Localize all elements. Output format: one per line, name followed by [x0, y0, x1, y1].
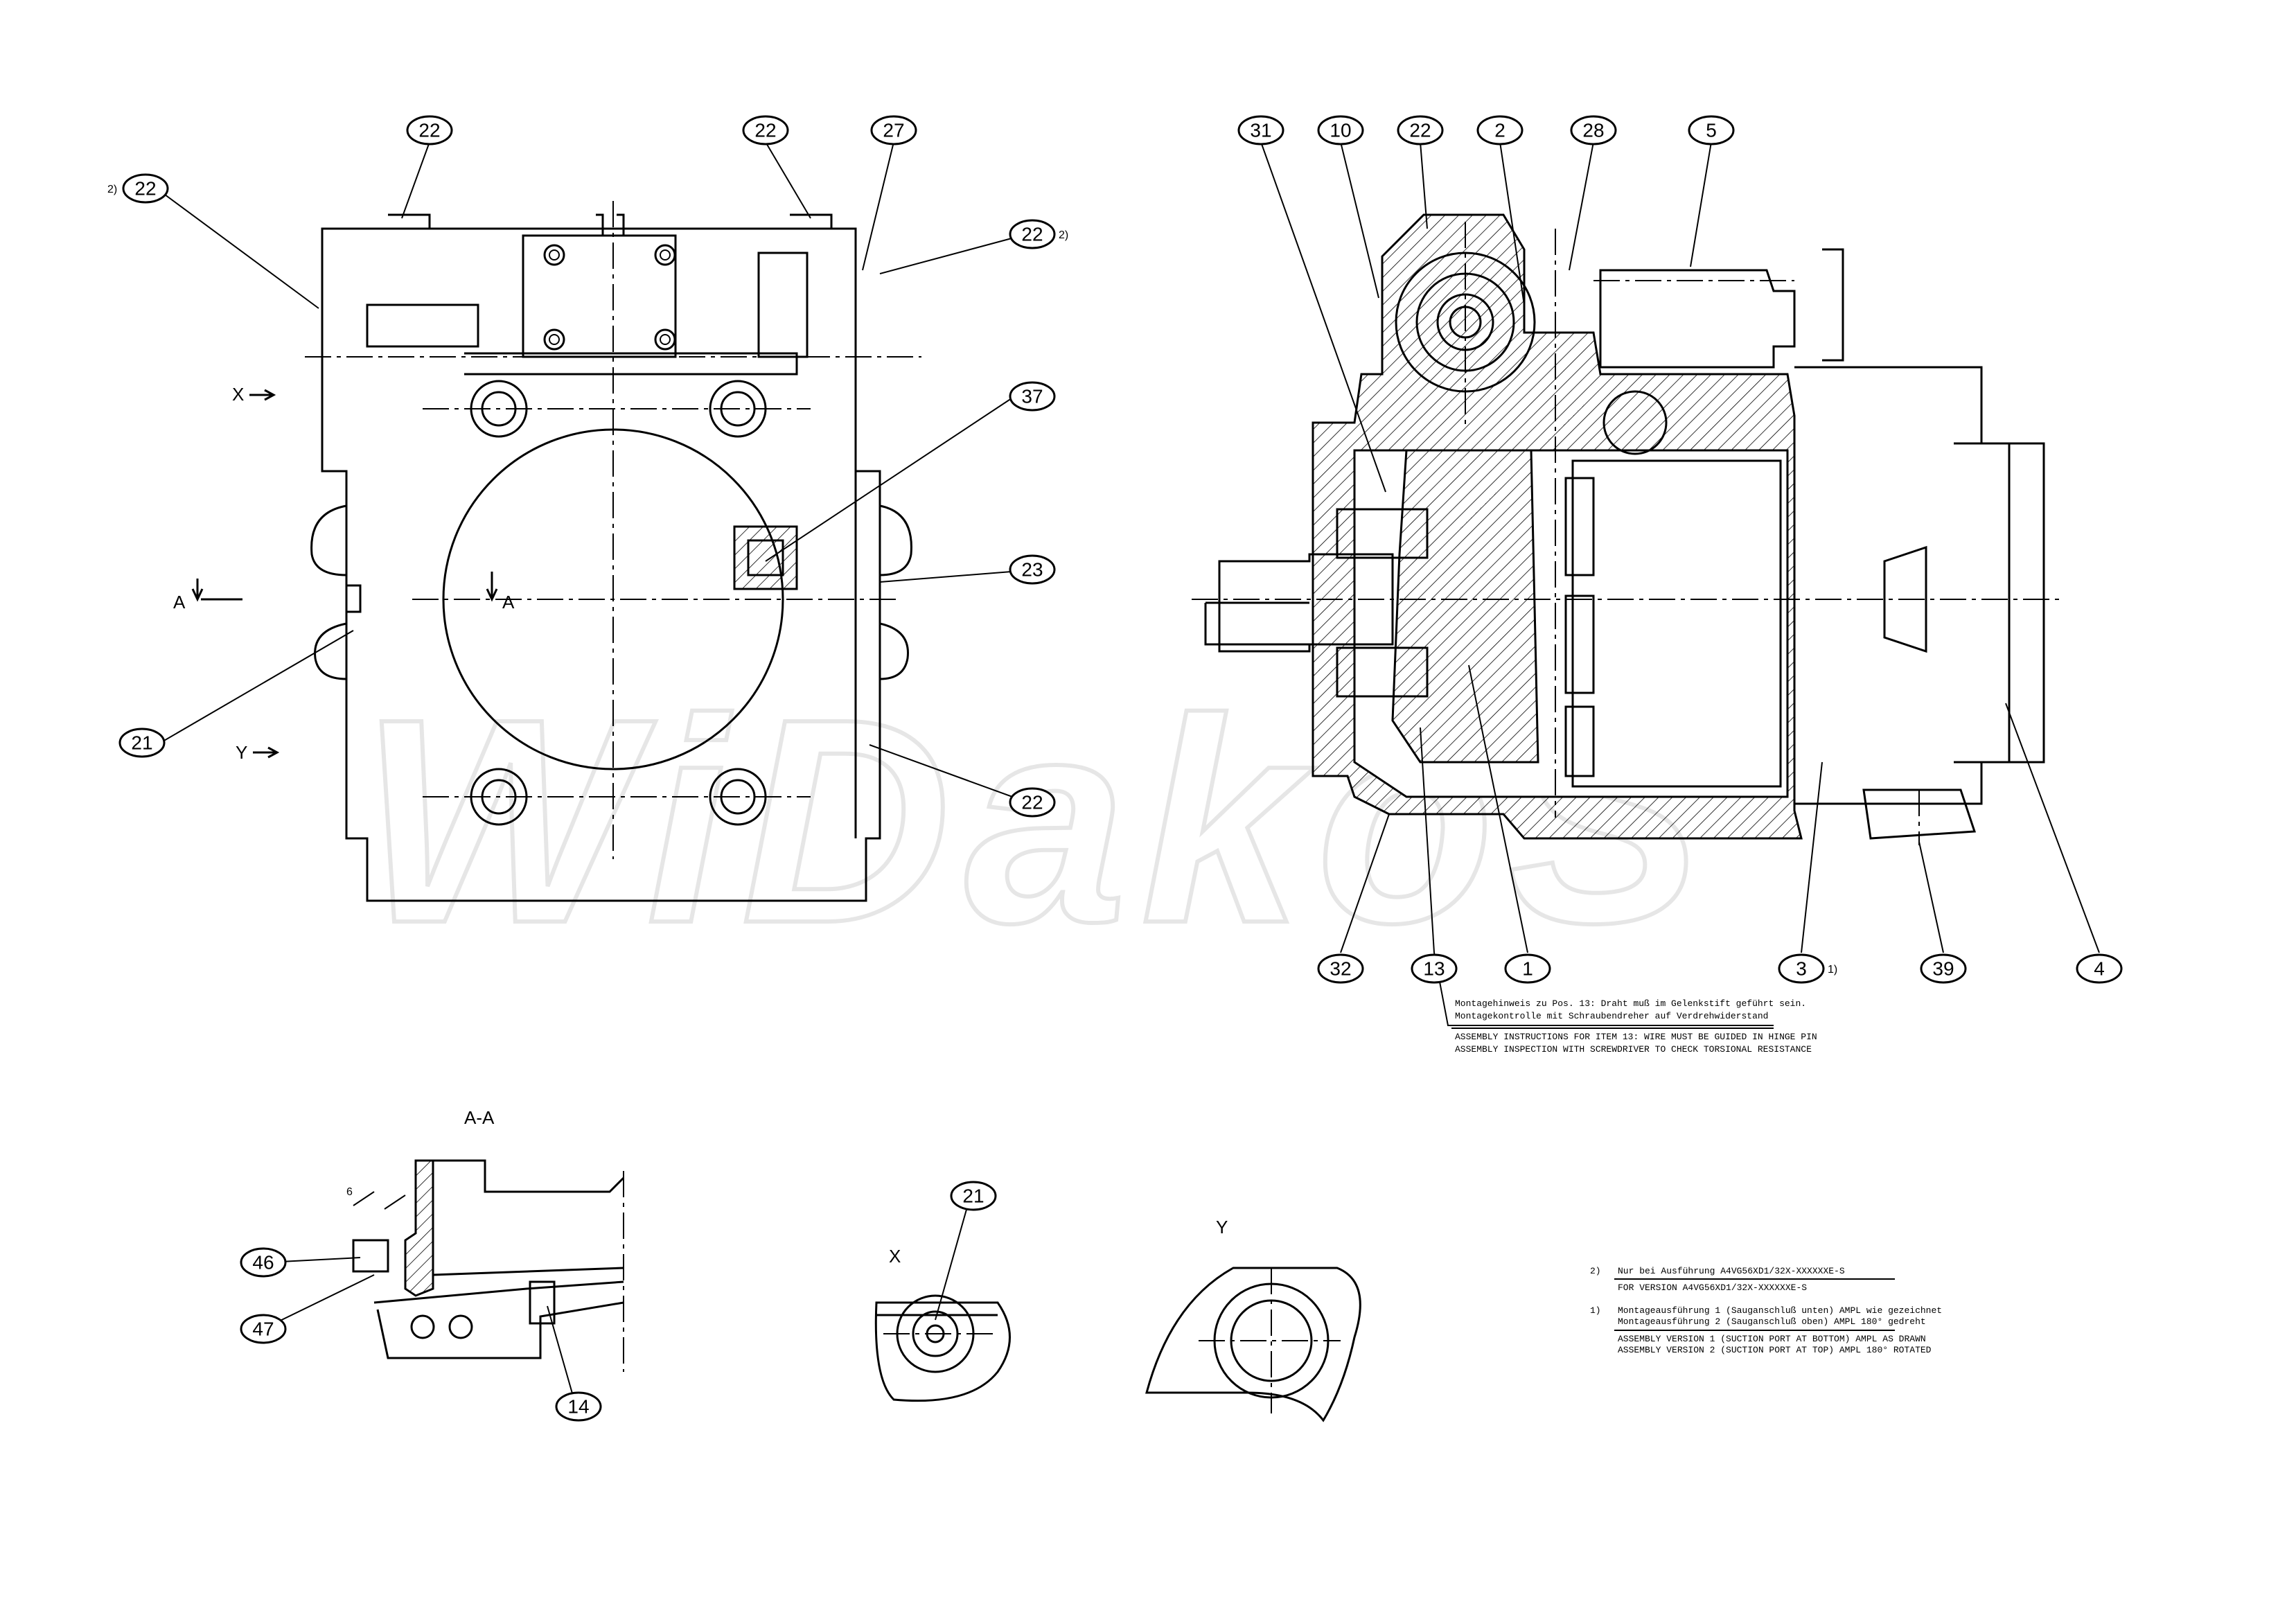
balloon-22-section: 22 — [1397, 115, 1444, 146]
balloon-27-label: 27 — [883, 120, 904, 141]
balloon-4: 4 — [2076, 953, 2123, 984]
balloon-2: 2 — [1476, 115, 1524, 146]
footnote-1-de-1: Montageausführung 1 (Sauganschluß unten)… — [1618, 1305, 1942, 1316]
section-view — [1192, 213, 2065, 845]
balloon-27: 27 — [870, 115, 917, 146]
footnotes: 2) Nur bei Ausführung A4VG56XD1/32X-XXXX… — [1590, 1266, 1942, 1355]
balloon-1: 1 — [1504, 953, 1551, 984]
note-item13-de-1: Montagehinweis zu Pos. 13: Draht muß im … — [1455, 998, 1806, 1009]
note-item13-en-1: ASSEMBLY INSTRUCTIONS FOR ITEM 13: WIRE … — [1455, 1032, 1817, 1042]
balloon-22-upper-left-label: 22 — [134, 178, 156, 200]
balloons: 22 22 22 27 22 37 23 21 22 31 10 22 2 28… — [107, 115, 2123, 1422]
balloon-22-right-bottom-label: 22 — [1021, 792, 1043, 813]
balloon-21-front-label: 21 — [131, 732, 152, 754]
balloon-46-label: 46 — [252, 1252, 274, 1273]
balloon-21-viewx-label: 21 — [962, 1185, 984, 1207]
view-y-title: Y — [1216, 1217, 1228, 1237]
balloon-47: 47 — [240, 1314, 287, 1344]
balloon-31-label: 31 — [1250, 120, 1271, 141]
balloon-2-label: 2 — [1494, 120, 1505, 141]
view-y: Y — [1145, 1217, 1361, 1422]
balloon-4-label: 4 — [2094, 958, 2105, 980]
balloon-22-section-label: 22 — [1409, 120, 1431, 141]
footnote-mark-22-left: 2) — [107, 184, 117, 195]
balloon-46: 46 — [240, 1247, 287, 1278]
balloon-31: 31 — [1237, 115, 1284, 146]
balloon-39: 39 — [1920, 953, 1967, 984]
note-item13-en-2: ASSEMBLY INSPECTION WITH SCREWDRIVER TO … — [1455, 1044, 1812, 1055]
cover-bolts — [543, 244, 676, 351]
footnote-1-en-1: ASSEMBLY VERSION 1 (SUCTION PORT AT BOTT… — [1618, 1334, 1926, 1344]
view-x: X — [874, 1246, 1011, 1402]
balloon-22-top-b: 22 — [742, 115, 789, 146]
balloon-22-upper-left: 22 — [122, 173, 169, 204]
balloon-37: 37 — [1009, 381, 1056, 412]
balloon-10: 10 — [1317, 115, 1364, 146]
view-y-marker: Y — [236, 742, 247, 763]
balloon-3: 3 — [1778, 953, 1825, 984]
balloon-10-label: 10 — [1330, 120, 1351, 141]
assembly-note-item13: Montagehinweis zu Pos. 13: Draht muß im … — [1451, 998, 1817, 1055]
balloon-22-right-top: 22 — [1009, 219, 1056, 249]
footnote-1-de-2: Montageausführung 2 (Sauganschluß oben) … — [1618, 1316, 1926, 1327]
footnote-mark-22-right: 2) — [1059, 229, 1068, 241]
section-a-left: A — [173, 592, 186, 612]
balloon-32: 32 — [1317, 953, 1364, 984]
balloon-22-right-top-label: 22 — [1021, 224, 1043, 245]
view-x-marker: X — [232, 384, 244, 405]
leader-lines — [159, 141, 2100, 1404]
balloon-23: 23 — [1009, 554, 1056, 585]
section-aa: A-A 6 — [346, 1107, 625, 1372]
view-x-title: X — [889, 1246, 901, 1267]
balloon-23-label: 23 — [1021, 559, 1043, 581]
dimension-aa: 6 — [346, 1186, 353, 1198]
balloon-39-label: 39 — [1932, 958, 1954, 980]
balloon-5: 5 — [1688, 115, 1735, 146]
footnote-mark-3: 1) — [1828, 964, 1837, 976]
balloon-14: 14 — [555, 1391, 602, 1422]
balloon-14-label: 14 — [567, 1396, 589, 1418]
balloon-1-label: 1 — [1522, 958, 1533, 980]
footnote-1-en-2: ASSEMBLY VERSION 2 (SUCTION PORT AT TOP)… — [1618, 1345, 1932, 1355]
balloon-22-right-bottom: 22 — [1009, 787, 1056, 818]
balloon-28: 28 — [1570, 115, 1617, 146]
section-a-right: A — [502, 592, 515, 612]
note-item13-de-2: Montagekontrolle mit Schraubendreher auf… — [1455, 1011, 1768, 1021]
footnote-2-en: FOR VERSION A4VG56XD1/32X-XXXXXXE-S — [1618, 1282, 1807, 1293]
balloon-22-top-b-label: 22 — [754, 120, 776, 141]
balloon-21-viewx: 21 — [950, 1181, 997, 1211]
balloon-47-label: 47 — [252, 1319, 274, 1340]
balloon-32-label: 32 — [1330, 958, 1351, 980]
balloon-13: 13 — [1411, 953, 1458, 984]
front-view: X Y A A — [173, 201, 921, 902]
balloon-22-top-a: 22 — [406, 115, 453, 146]
balloon-21-front: 21 — [118, 728, 166, 758]
balloon-37-label: 37 — [1021, 386, 1043, 407]
balloon-13-label: 13 — [1423, 958, 1445, 980]
balloon-3-label: 3 — [1796, 958, 1807, 980]
footnote-2-mark: 2) — [1590, 1266, 1601, 1276]
balloon-28-label: 28 — [1582, 120, 1604, 141]
balloon-22-top-a-label: 22 — [418, 120, 440, 141]
footnote-2-de: Nur bei Ausführung A4VG56XD1/32X-XXXXXXE… — [1618, 1266, 1845, 1276]
section-aa-title: A-A — [464, 1107, 495, 1128]
footnote-1-mark: 1) — [1590, 1305, 1601, 1316]
balloon-5-label: 5 — [1706, 120, 1717, 141]
